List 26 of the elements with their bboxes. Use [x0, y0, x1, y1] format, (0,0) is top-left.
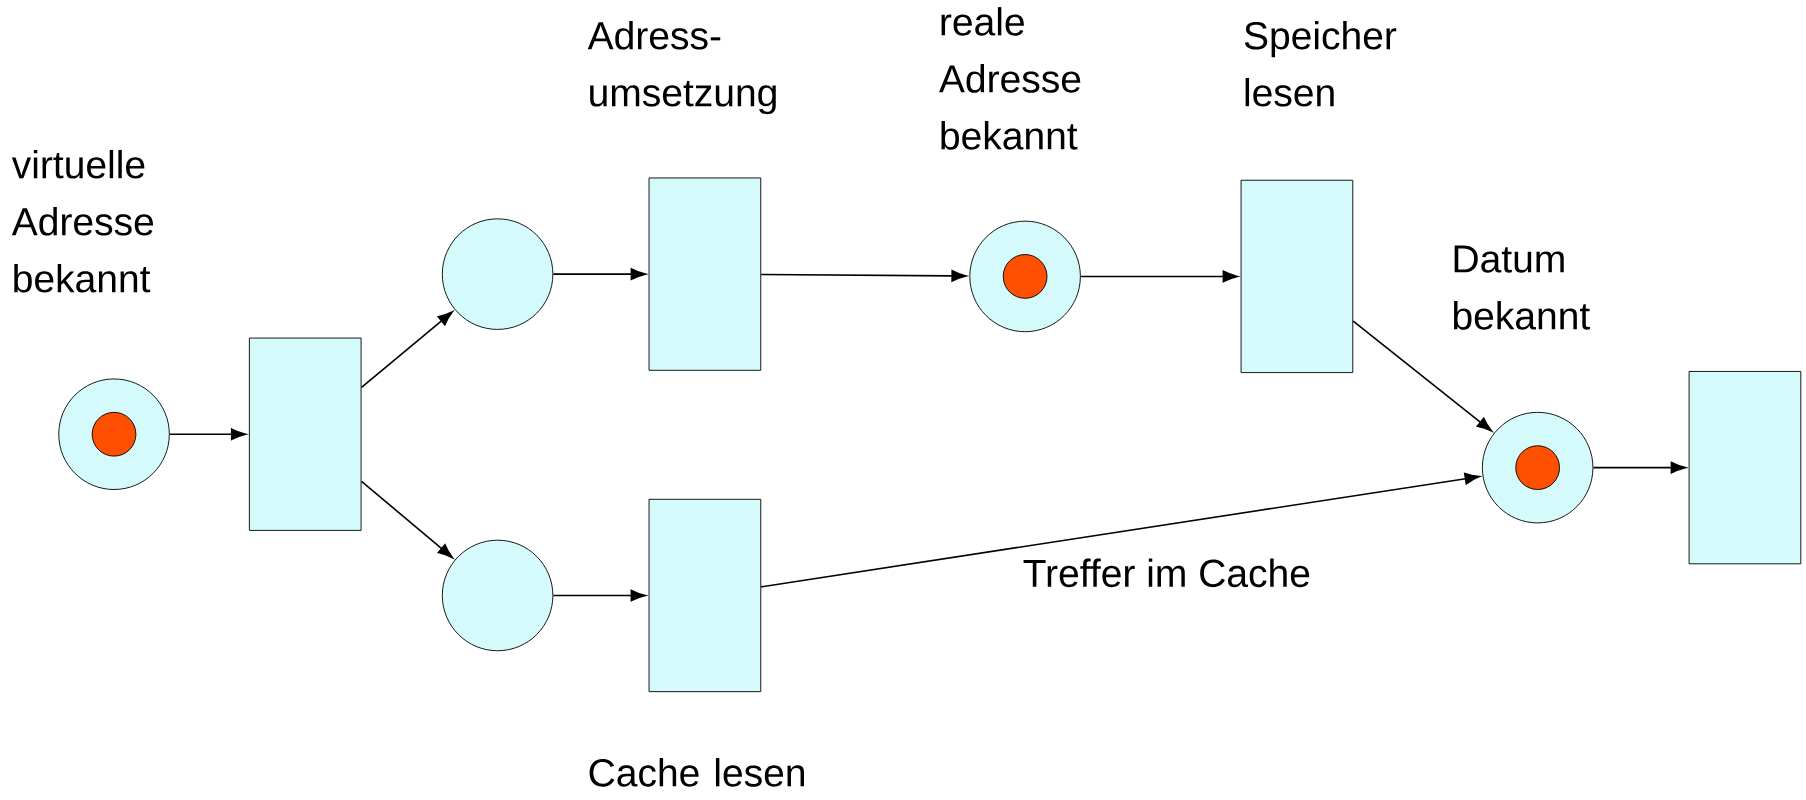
arrow: [760, 472, 1480, 588]
token: [1002, 253, 1048, 299]
token: [1515, 445, 1560, 490]
node-label: Speicher lesen: [1244, 20, 1397, 107]
node-label: reale Adresse bekannt: [939, 6, 1081, 150]
transition-box: [1688, 370, 1802, 565]
node-label: virtuelle Adresse bekannt: [11, 149, 154, 293]
transition-box: [648, 498, 762, 692]
transition-box: [1240, 179, 1354, 373]
arrow: [168, 428, 247, 440]
place-circle: [441, 218, 554, 330]
place-circle: [441, 539, 554, 651]
transition-box: [648, 177, 762, 371]
node-label: Adress- umsetzung: [587, 20, 776, 115]
arrow: [1592, 461, 1687, 474]
arrow: [360, 310, 453, 388]
edge-label: Treffer im Cache: [1023, 558, 1310, 587]
token: [91, 411, 137, 457]
arrow: [1352, 320, 1493, 432]
arrow: [552, 267, 646, 280]
arrow: [760, 269, 967, 282]
node-label: Datum bekannt: [1453, 245, 1590, 330]
node-label: Cache lesen: [589, 757, 804, 787]
arrow: [360, 480, 454, 559]
arrow: [1080, 270, 1238, 283]
transition-box: [248, 337, 362, 531]
